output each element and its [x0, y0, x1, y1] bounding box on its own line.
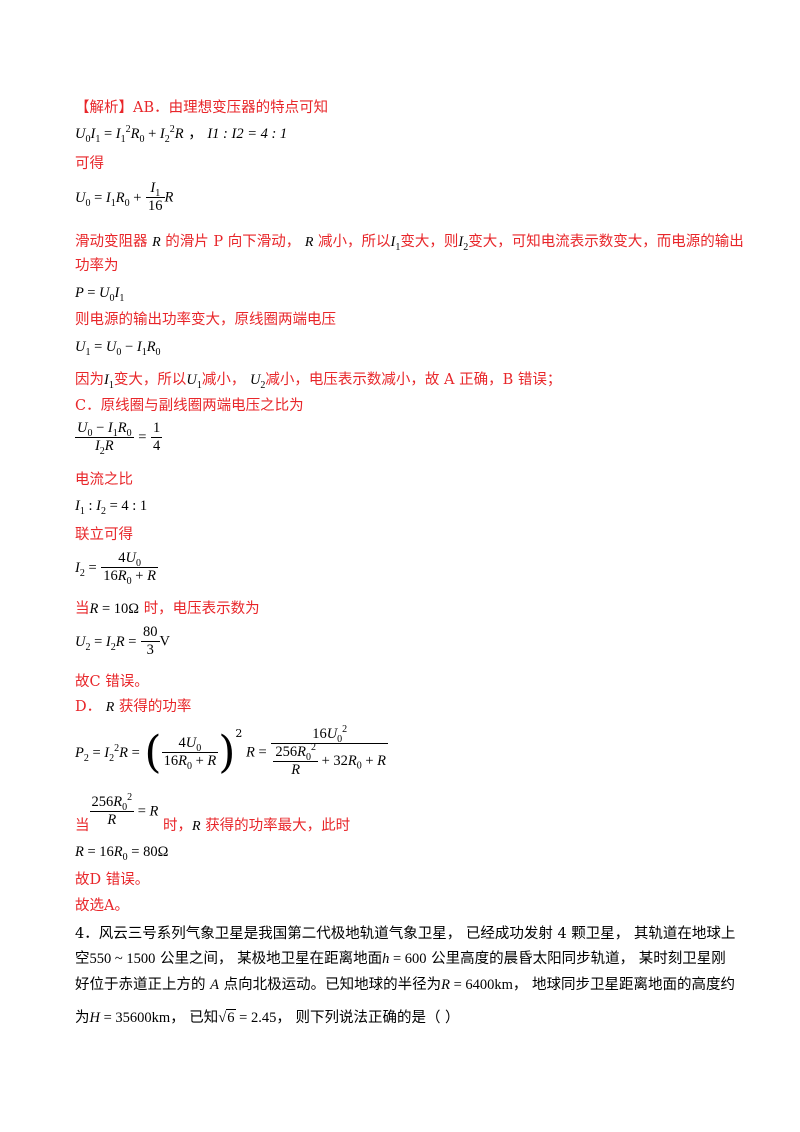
c-wrong-text: 故C 错误。: [75, 674, 149, 690]
answer-text: 故选A。: [75, 898, 129, 914]
kede-label: 可得: [75, 156, 104, 172]
question-4-line1: 4．风云三号系列气象卫星是我国第二代极地轨道气象卫星， 已经成功发射 4 颗卫星…: [75, 926, 736, 942]
section-d-title: D． R 获得的功率: [75, 699, 192, 715]
section-c-title: C．原线圈与副线圈两端电压之比为: [75, 398, 304, 414]
equation-power-balance: U0I1 = I12R0 + I22R ， I1 : I2 = 4 : 1: [75, 124, 288, 145]
current-ratio-label: 电流之比: [75, 472, 133, 488]
equation-current-ratio: I1 : I2 = 4 : 1: [75, 498, 148, 517]
d-wrong-text: 故D 错误。: [75, 872, 150, 888]
question-4-line3: 好位于赤道正上方的 A 点向北极运动。已知地球的半径为R = 6400km， 地…: [75, 977, 736, 993]
sqrt-six: √6: [218, 1009, 236, 1026]
lianli-label: 联立可得: [75, 527, 133, 543]
analysis-intro: 【解析】AB．由理想变压器的特点可知: [75, 100, 329, 116]
equation-r-value: R = 16R0 = 80Ω: [75, 844, 169, 863]
slide-text-line2: 功率为: [75, 258, 119, 274]
equation-u1: U1 = U0 − I1R0: [75, 339, 161, 358]
power-output-text: 则电源的输出功率变大，原线圈两端电压: [75, 312, 336, 328]
question-4-line2: 空550 ~ 1500 公里之间， 某极地卫星在距离地面h = 600 公里高度…: [75, 951, 726, 967]
equation-power: P = U0I1: [75, 285, 125, 304]
current-ratio: I1 : I2 = 4 : 1: [207, 126, 288, 142]
dang-text: 当R = 10Ω 时，电压表示数为: [75, 601, 260, 617]
because-text: 因为I1变大，所以U1减小， U2减小，电压表示数减小，故 A 正确，B 错误；: [75, 372, 562, 391]
question-4-line4: 为H = 35600km， 已知√6 = 2.45， 则下列说法正确的是（ ）: [75, 1009, 460, 1026]
slide-text-line1: 滑动变阻器 R 的滑片 P 向下滑动， R 减小，所以I1变大，则I2变大，可知…: [75, 234, 744, 253]
